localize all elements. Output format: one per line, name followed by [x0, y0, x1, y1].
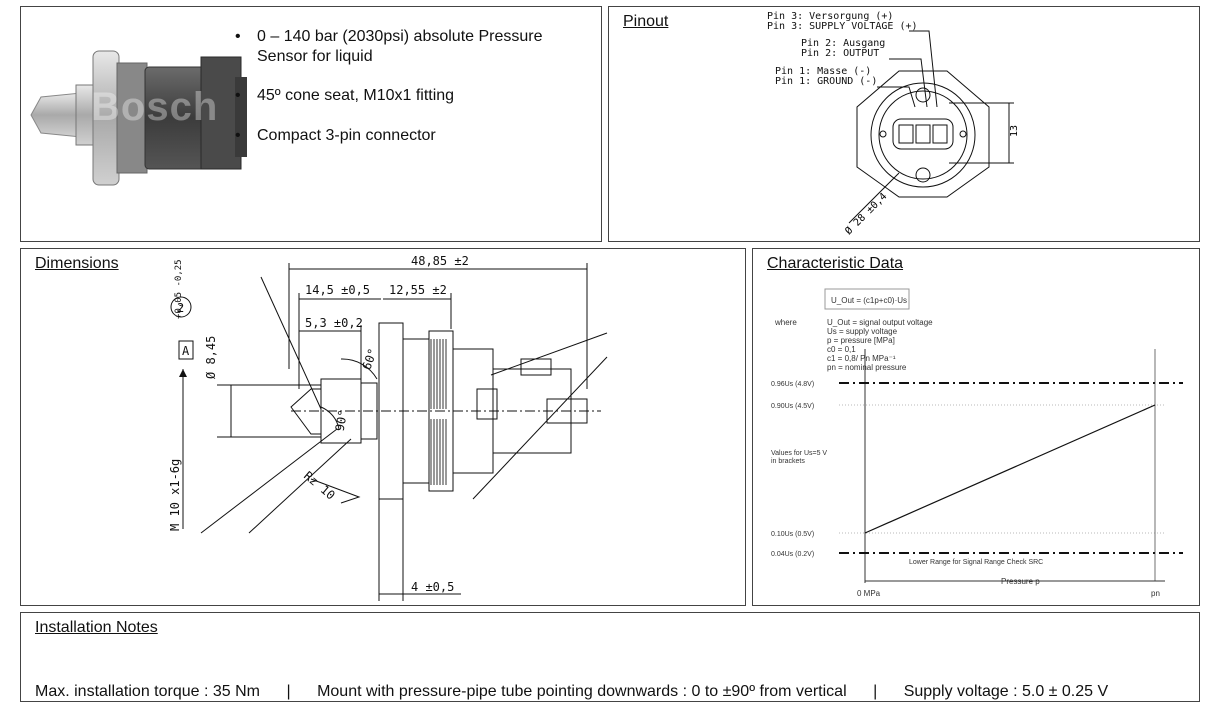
pin1-de: Pin 1: Masse (-) [775, 66, 871, 77]
characteristic-title: Characteristic Data [767, 255, 904, 272]
dim-angle1: 60° [360, 346, 381, 371]
pinout-height: 13 [1009, 125, 1020, 137]
dimensions-drawing: 48,85 ±2 14,5 ±0,5 12,55 ±2 5,3 ±0,2 60°… [168, 254, 608, 601]
dimensions-panel: Dimensions [20, 248, 746, 606]
characteristic-panel: Characteristic Data U_Out = (c1p+c0)·Us … [752, 248, 1200, 606]
series-line [864, 404, 1156, 534]
pin2-en: Pin 2: OUTPUT [801, 48, 879, 59]
pinout-title: Pinout [623, 13, 669, 30]
installation-title: Installation Notes [35, 619, 158, 636]
note-supply: Supply voltage : 5.0 ± 0.25 V [903, 683, 1109, 700]
bullet-2: •45º cone seat, M10x1 fitting [235, 87, 455, 104]
pinout-diameter: Ø 28 ±0,4 [843, 190, 890, 237]
pinout-drawing: Pin 3: Versorgung (+) Pin 3: SUPPLY VOLT… [767, 11, 1020, 237]
formula-box [824, 288, 910, 310]
dim-radius: Rz 10 [301, 469, 338, 503]
legend-2: p = pressure [MPa] [827, 336, 895, 345]
product-panel: Bosch •0 – 140 bar (2030psi) absolute Pr… [20, 6, 602, 242]
y-tick-label-3: 0.96Us (4.8V) [771, 381, 814, 388]
dim-overall: 48,85 ±2 [411, 254, 469, 268]
y-tick-label-2: 0.90Us (4.5V) [771, 403, 814, 410]
dim-angle2: 90° [333, 409, 351, 433]
characteristic-chart: U_Out = (c1p+c0)·Us where U_Out = signal… [771, 288, 1183, 598]
legend-3: c0 = 0,1 [827, 345, 856, 354]
pin2-de: Pin 2: Ausgang [801, 38, 885, 49]
note-torque: Max. installation torque : 35 Nm [35, 683, 260, 700]
values-note-2: in brackets [771, 458, 805, 465]
bullet-3: •Compact 3-pin connector [235, 127, 436, 144]
values-note-1: Values for Us=5 V [771, 450, 827, 457]
installation-panel: Installation Notes Max. installation tor… [20, 612, 1200, 702]
y-tick-label-1: 0.10Us (0.5V) [771, 531, 814, 538]
dim-datum: A [182, 344, 190, 358]
dim-thread: M 10 x1-6g [168, 459, 182, 531]
dim-d2: 12,55 ±2 [389, 283, 447, 297]
dimensions-title: Dimensions [35, 255, 119, 272]
legend-5: pn = nominal pressure [827, 363, 907, 372]
pin3-en: Pin 3: SUPPLY VOLTAGE (+) [767, 21, 918, 32]
installation-notes: Max. installation torque : 35 Nm | Mount… [35, 683, 1108, 701]
chart-plot: 0.04Us (0.2V) 0.10Us (0.5V) 0.90Us (4.5V) 0… [771, 349, 1183, 598]
where-label: where [774, 318, 797, 327]
legend-4: c1 = 0,8/ Pn MPa⁻¹ [827, 354, 896, 363]
x-tick-label-0: 0 MPa [857, 589, 881, 598]
x-tick-label-1: pn [1151, 589, 1160, 598]
dim-diameter: Ø 8,45 [204, 336, 218, 379]
separator-2: | [873, 683, 878, 700]
dim-diameter-tol: +0,05 -0,25 [174, 259, 184, 319]
dim-bottom: 4 ±0,5 [411, 580, 454, 594]
pin1-en: Pin 1: GROUND (-) [775, 76, 877, 87]
legend-1: Us = supply voltage [827, 327, 898, 336]
x-axis-label: Pressure p [1001, 577, 1040, 586]
note-mounting: Mount with pressure-pipe tube pointing d… [317, 683, 847, 700]
dim-d1: 14,5 ±0,5 [305, 283, 370, 297]
sensor-photo [30, 50, 247, 186]
pinout-panel: Pinout Pin 3: Versorgung (+) Pin 3: SUPP… [608, 6, 1200, 242]
formula: U_Out = (c1p+c0)·Us [831, 296, 907, 305]
lower-range-label: Lower Range for Signal Range Check SRC [909, 559, 1043, 566]
legend-0: U_Out = signal output voltage [827, 318, 933, 327]
dim-d3: 5,3 ±0,2 [305, 316, 363, 330]
y-tick-label-0: 0.04Us (0.2V) [771, 551, 814, 558]
separator-1: | [286, 683, 291, 700]
pin3-de: Pin 3: Versorgung (+) [767, 11, 893, 22]
dim-circle-ref: 2 [177, 301, 184, 315]
bosch-watermark: Bosch [91, 85, 219, 129]
bullet-1: •0 – 140 bar (2030psi) absolute Pressure… [235, 28, 543, 65]
